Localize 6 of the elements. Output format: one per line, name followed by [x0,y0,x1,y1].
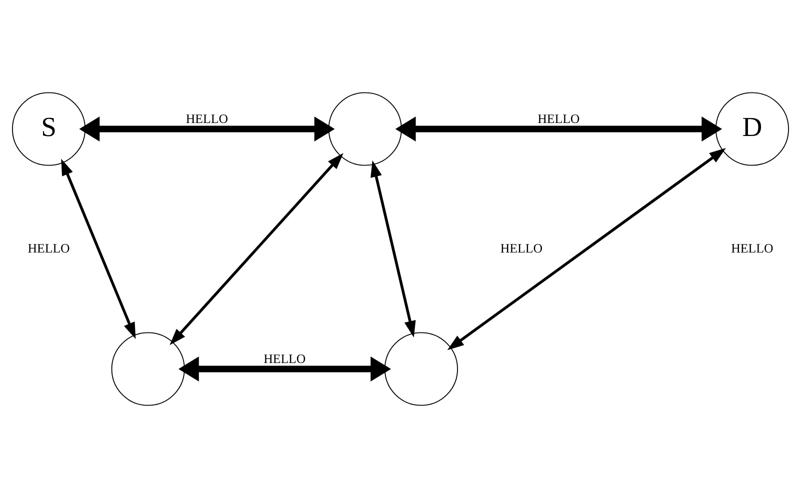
edge-label: HELLO [186,112,228,126]
label: HELLO [28,241,70,256]
edge-label: HELLO [264,352,306,366]
label: HELLO [731,241,774,256]
edge-label: HELLO [538,112,580,126]
label: HELLO [500,241,542,256]
